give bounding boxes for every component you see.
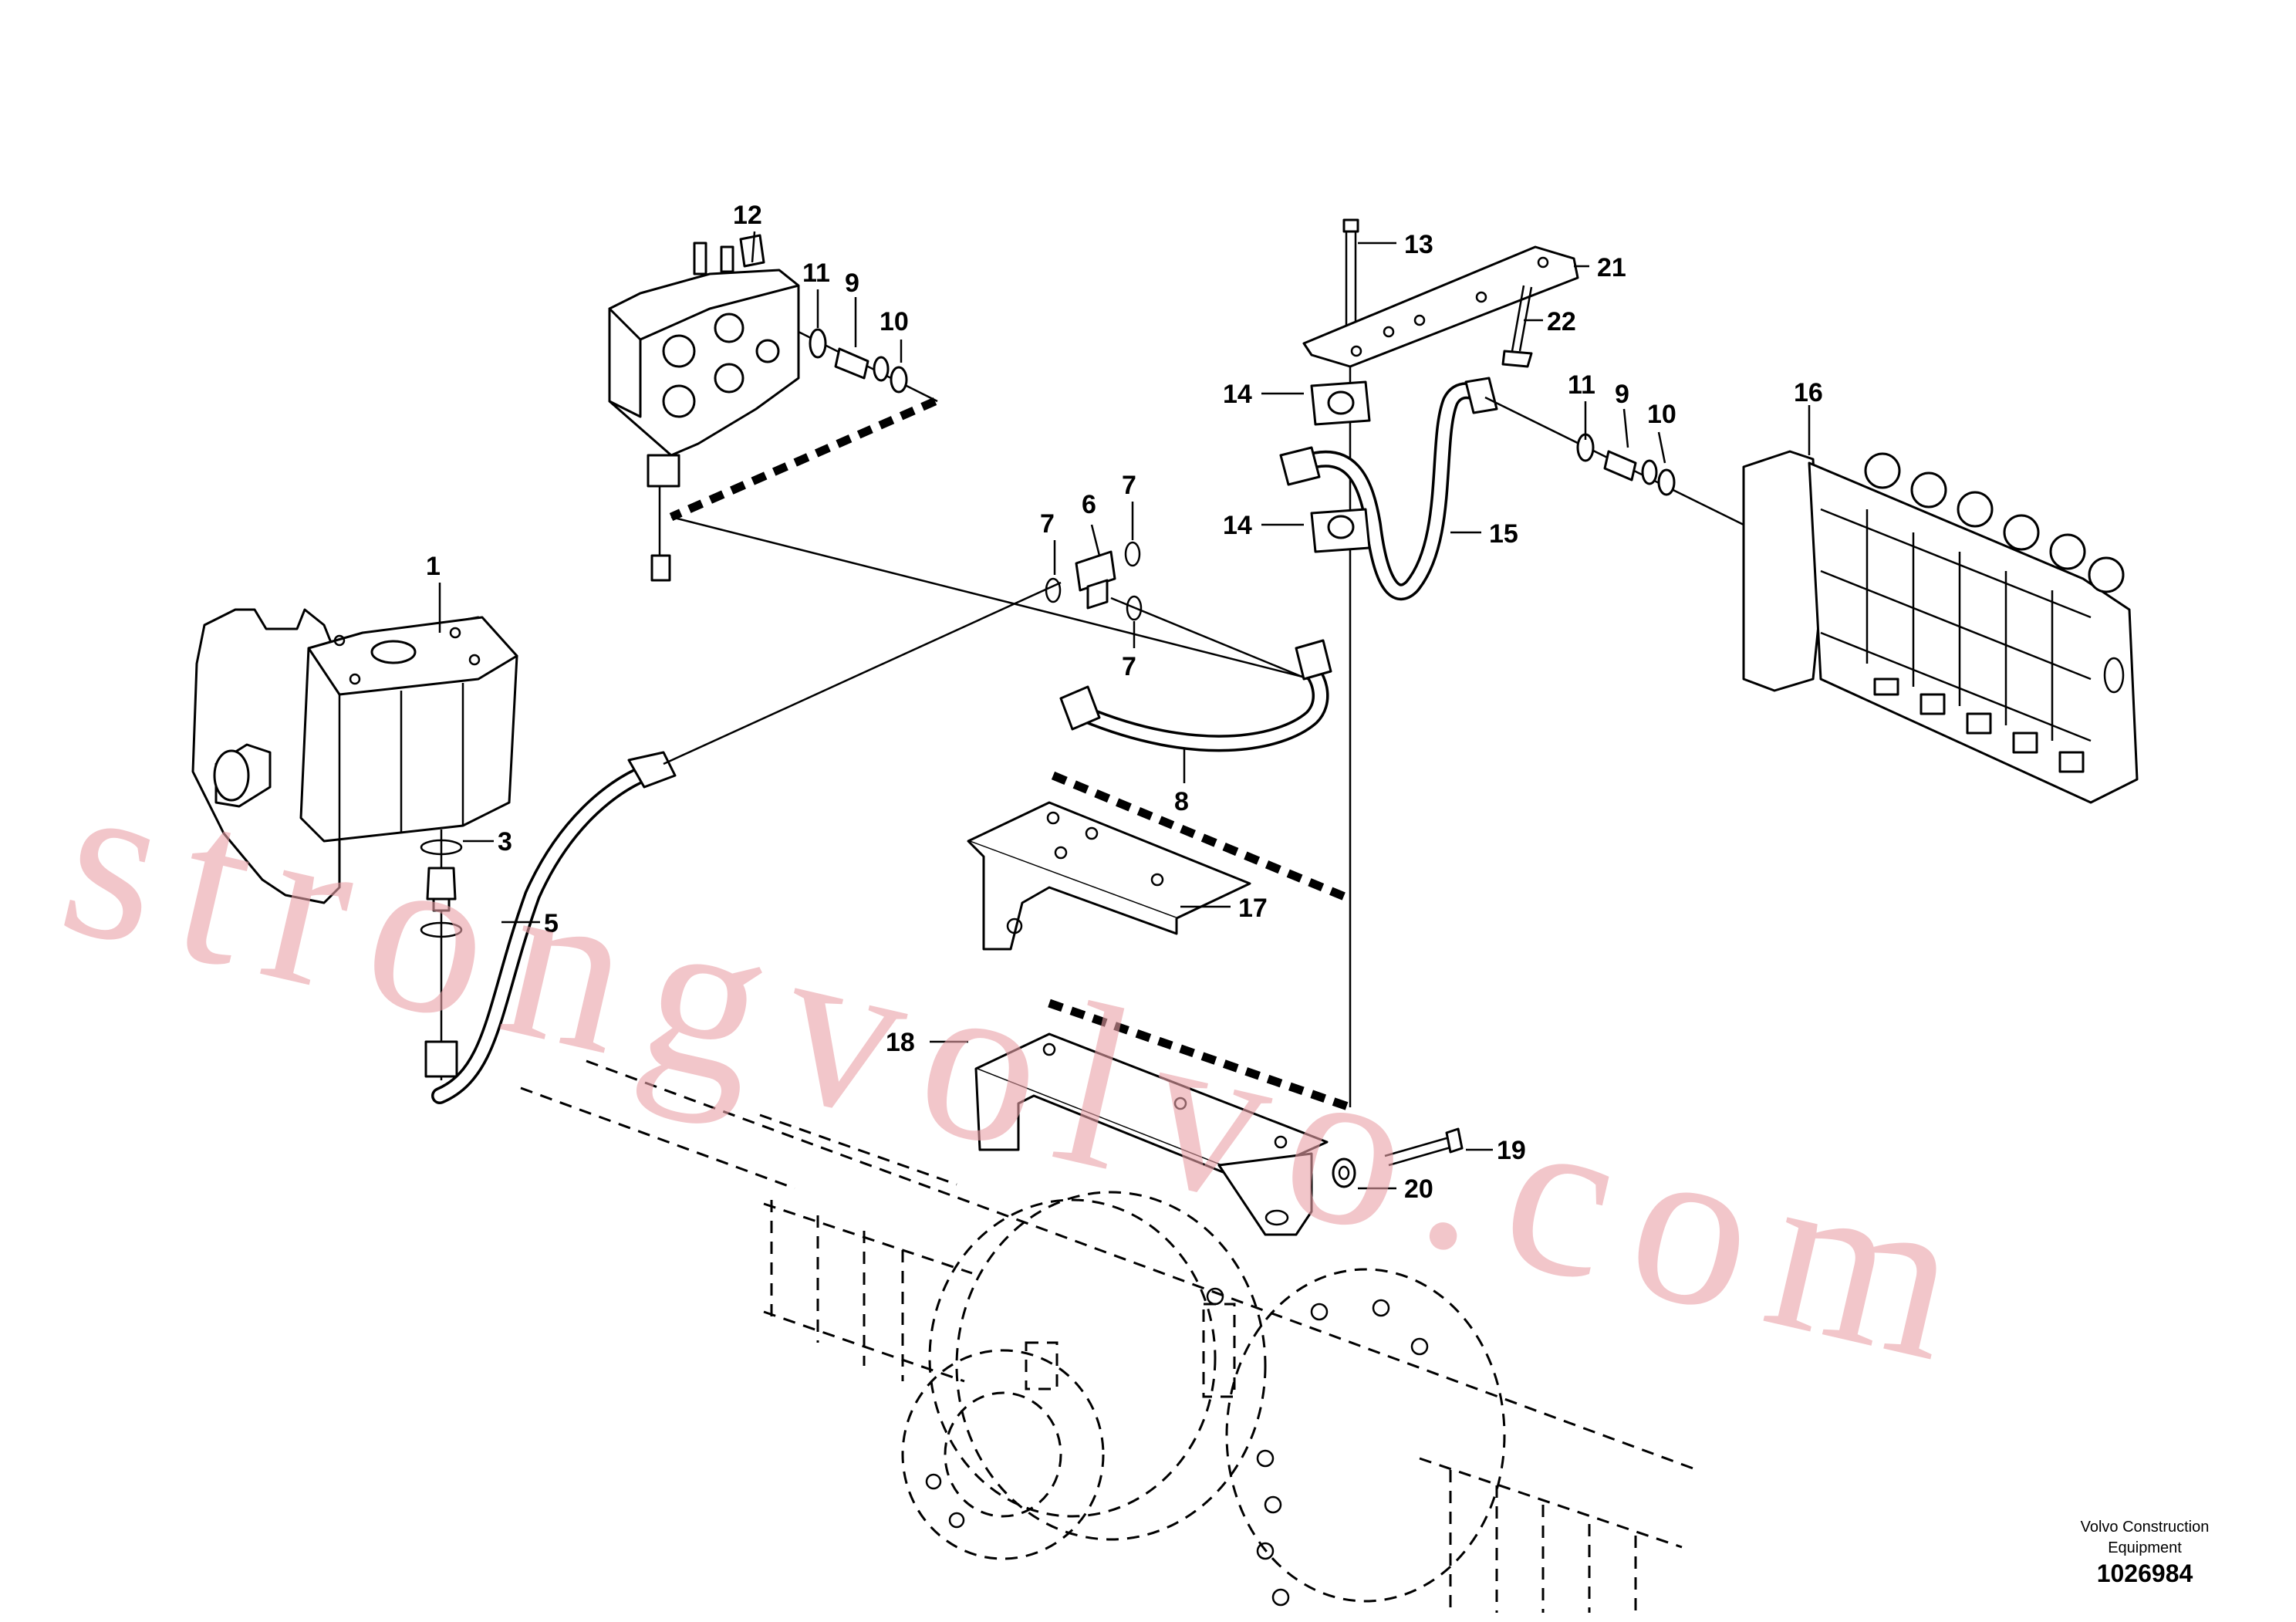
callout-9-right: 9 bbox=[1615, 380, 1629, 409]
bracket-17 bbox=[967, 801, 1251, 951]
callout-6: 6 bbox=[1082, 490, 1096, 519]
clamp-14-upper bbox=[1310, 380, 1371, 426]
callout-10-left: 10 bbox=[880, 307, 909, 336]
callout-14-upper: 14 bbox=[1223, 380, 1252, 409]
washer-20 bbox=[1332, 1157, 1356, 1188]
callout-15: 15 bbox=[1489, 519, 1518, 549]
hose-8 bbox=[1059, 639, 1332, 752]
callout-labels: 1 3 5 6 7 7 7 8 9 10 11 12 13 14 14 15 1… bbox=[426, 201, 1823, 1204]
callout-19: 19 bbox=[1497, 1136, 1526, 1165]
callout-17: 17 bbox=[1238, 894, 1268, 923]
hose-15 bbox=[1279, 377, 1498, 601]
bracket-18 bbox=[974, 1032, 1329, 1236]
valve-block-16 bbox=[1742, 450, 2139, 804]
fitting-3 bbox=[420, 830, 463, 1080]
callout-11-right: 11 bbox=[1568, 370, 1595, 400]
callout-22: 22 bbox=[1547, 307, 1576, 336]
footer-block: Volvo Construction Equipment 1026984 bbox=[2081, 1519, 2210, 1587]
callout-7-left: 7 bbox=[1040, 509, 1055, 539]
callout-11-left: 11 bbox=[802, 259, 830, 288]
bolt-19 bbox=[1384, 1127, 1464, 1167]
callout-12: 12 bbox=[733, 201, 762, 230]
callout-7-bottom: 7 bbox=[1122, 652, 1136, 681]
callout-21: 21 bbox=[1597, 253, 1626, 282]
control-valve-12 bbox=[608, 234, 800, 582]
axle-bolts bbox=[925, 1287, 1429, 1607]
leader-lines bbox=[438, 231, 1811, 1190]
axle-housing-outline bbox=[520, 1059, 1698, 1613]
company-name-line1: Volvo Construction bbox=[2081, 1519, 2210, 1536]
callout-5: 5 bbox=[544, 909, 559, 938]
fitting-set-left bbox=[798, 328, 938, 403]
callout-10-right: 10 bbox=[1647, 400, 1676, 429]
callout-7-top: 7 bbox=[1122, 471, 1136, 500]
hydraulic-pump bbox=[191, 608, 518, 904]
bolt-22 bbox=[1501, 285, 1533, 368]
callout-1: 1 bbox=[426, 552, 441, 581]
callout-16: 16 bbox=[1794, 378, 1823, 407]
document-number: 1026984 bbox=[2097, 1559, 2193, 1587]
plate-21 bbox=[1302, 245, 1579, 368]
callout-9-left: 9 bbox=[845, 269, 859, 298]
tee-fitting-6 bbox=[1045, 541, 1308, 681]
clamp-14-lower bbox=[1310, 508, 1371, 553]
callout-13: 13 bbox=[1404, 230, 1433, 259]
callout-3: 3 bbox=[498, 827, 512, 857]
fitting-set-right bbox=[1484, 396, 1744, 526]
connection-lines bbox=[669, 359, 1352, 1112]
callout-20: 20 bbox=[1404, 1174, 1433, 1204]
company-name-line2: Equipment bbox=[2108, 1539, 2182, 1556]
callout-8: 8 bbox=[1174, 787, 1189, 816]
hose-5 bbox=[431, 581, 1062, 1104]
callout-18: 18 bbox=[886, 1028, 915, 1057]
callout-14-lower: 14 bbox=[1223, 511, 1252, 540]
